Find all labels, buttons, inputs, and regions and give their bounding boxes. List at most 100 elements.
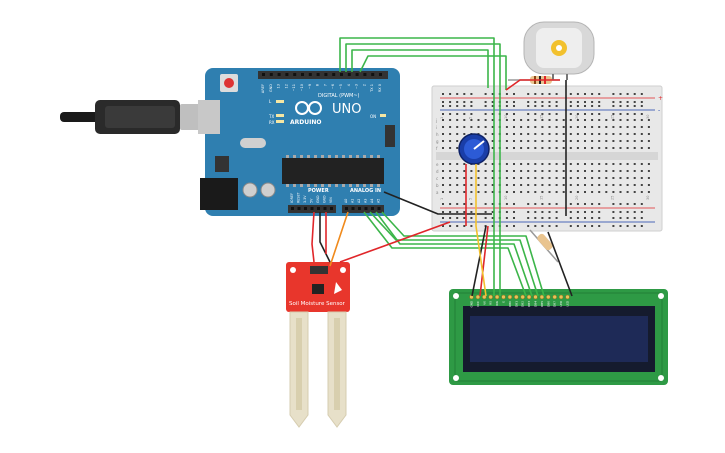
breadboard-hole[interactable]	[548, 133, 551, 135]
breadboard-hole[interactable]	[562, 184, 565, 186]
breadboard-hole[interactable]	[527, 191, 530, 193]
breadboard-hole[interactable]	[591, 140, 594, 142]
breadboard-hole[interactable]	[534, 203, 537, 205]
breadboard-hole[interactable]	[584, 217, 586, 219]
breadboard-hole[interactable]	[647, 184, 650, 186]
breadboard-hole[interactable]	[513, 126, 515, 128]
breadboard-hole[interactable]	[591, 93, 594, 95]
breadboard-hole[interactable]	[456, 133, 459, 135]
breadboard-hole[interactable]	[619, 177, 622, 179]
breadboard-hole[interactable]	[591, 191, 594, 193]
breadboard-hole[interactable]	[548, 170, 551, 172]
breadboard-hole[interactable]	[456, 93, 459, 95]
breadboard-hole[interactable]	[555, 119, 558, 121]
breadboard-hole[interactable]	[534, 211, 537, 213]
breadboard-hole[interactable]	[598, 217, 601, 219]
breadboard-hole[interactable]	[619, 217, 622, 219]
breadboard-hole[interactable]	[548, 126, 551, 128]
breadboard-hole[interactable]	[463, 133, 466, 135]
breadboard-hole[interactable]	[442, 211, 444, 213]
breadboard-hole[interactable]	[633, 140, 636, 142]
breadboard-hole[interactable]	[548, 191, 551, 193]
breadboard-hole[interactable]	[640, 225, 643, 227]
breadboard-hole[interactable]	[456, 140, 459, 142]
breadboard-hole[interactable]	[491, 133, 494, 135]
breadboard-hole[interactable]	[463, 119, 466, 121]
breadboard-hole[interactable]	[449, 225, 452, 227]
breadboard-hole[interactable]	[520, 147, 523, 149]
breadboard-hole[interactable]	[612, 163, 615, 165]
breadboard-hole[interactable]	[534, 184, 537, 186]
breadboard-hole[interactable]	[640, 133, 643, 135]
breadboard-hole[interactable]	[569, 163, 572, 165]
breadboard-hole[interactable]	[555, 170, 558, 172]
breadboard-hole[interactable]	[591, 217, 594, 219]
potentiometer[interactable]	[458, 133, 490, 165]
breadboard-hole[interactable]	[541, 217, 544, 219]
breadboard-hole[interactable]	[555, 93, 558, 95]
breadboard-hole[interactable]	[562, 147, 565, 149]
breadboard-hole[interactable]	[591, 133, 594, 135]
breadboard-hole[interactable]	[605, 184, 608, 186]
breadboard-hole[interactable]	[576, 163, 579, 165]
breadboard-hole[interactable]	[598, 177, 601, 179]
breadboard-hole[interactable]	[612, 126, 615, 128]
breadboard-hole[interactable]	[576, 105, 579, 107]
breadboard-hole[interactable]	[442, 147, 444, 149]
breadboard-hole[interactable]	[548, 105, 551, 107]
breadboard-hole[interactable]	[598, 101, 601, 103]
breadboard-hole[interactable]	[612, 184, 615, 186]
breadboard-hole[interactable]	[527, 217, 530, 219]
breadboard-hole[interactable]	[505, 177, 508, 179]
breadboard-hole[interactable]	[633, 119, 636, 121]
breadboard-hole[interactable]	[449, 93, 452, 95]
breadboard-hole[interactable]	[576, 93, 579, 95]
breadboard-hole[interactable]	[449, 140, 452, 142]
breadboard-hole[interactable]	[548, 163, 551, 165]
breadboard-hole[interactable]	[619, 113, 622, 115]
breadboard-hole[interactable]	[548, 217, 551, 219]
breadboard-hole[interactable]	[612, 105, 615, 107]
breadboard-hole[interactable]	[619, 163, 622, 165]
breadboard-hole[interactable]	[442, 140, 444, 142]
breadboard-hole[interactable]	[626, 177, 629, 179]
breadboard-hole[interactable]	[619, 170, 622, 172]
breadboard-hole[interactable]	[647, 170, 650, 172]
breadboard-hole[interactable]	[605, 147, 608, 149]
breadboard-hole[interactable]	[591, 101, 594, 103]
breadboard-hole[interactable]	[569, 203, 572, 205]
breadboard-hole[interactable]	[555, 133, 558, 135]
breadboard-hole[interactable]	[605, 170, 608, 172]
breadboard-hole[interactable]	[456, 217, 459, 219]
breadboard-hole[interactable]	[605, 119, 608, 121]
breadboard-hole[interactable]	[505, 113, 508, 115]
breadboard-hole[interactable]	[534, 163, 537, 165]
breadboard-hole[interactable]	[569, 177, 572, 179]
breadboard-hole[interactable]	[647, 191, 650, 193]
breadboard-hole[interactable]	[477, 126, 480, 128]
breadboard-hole[interactable]	[527, 177, 530, 179]
breadboard-hole[interactable]	[541, 113, 544, 115]
breadboard-hole[interactable]	[449, 119, 452, 121]
breadboard-hole[interactable]	[548, 93, 551, 95]
breadboard-hole[interactable]	[534, 225, 537, 227]
breadboard-hole[interactable]	[470, 126, 473, 128]
breadboard-hole[interactable]	[541, 101, 544, 103]
breadboard-hole[interactable]	[576, 177, 579, 179]
breadboard-hole[interactable]	[633, 101, 636, 103]
breadboard-hole[interactable]	[491, 217, 494, 219]
breadboard-hole[interactable]	[527, 147, 530, 149]
breadboard-hole[interactable]	[449, 217, 452, 219]
breadboard-hole[interactable]	[534, 93, 537, 95]
breadboard-hole[interactable]	[520, 140, 523, 142]
breadboard-hole[interactable]	[576, 217, 579, 219]
breadboard-hole[interactable]	[576, 225, 579, 227]
breadboard-hole[interactable]	[626, 217, 629, 219]
breadboard-hole[interactable]	[534, 170, 537, 172]
breadboard-hole[interactable]	[584, 93, 586, 95]
breadboard-hole[interactable]	[527, 225, 530, 227]
breadboard-hole[interactable]	[598, 105, 601, 107]
breadboard-hole[interactable]	[442, 203, 444, 205]
breadboard-hole[interactable]	[555, 163, 558, 165]
breadboard-hole[interactable]	[520, 163, 523, 165]
